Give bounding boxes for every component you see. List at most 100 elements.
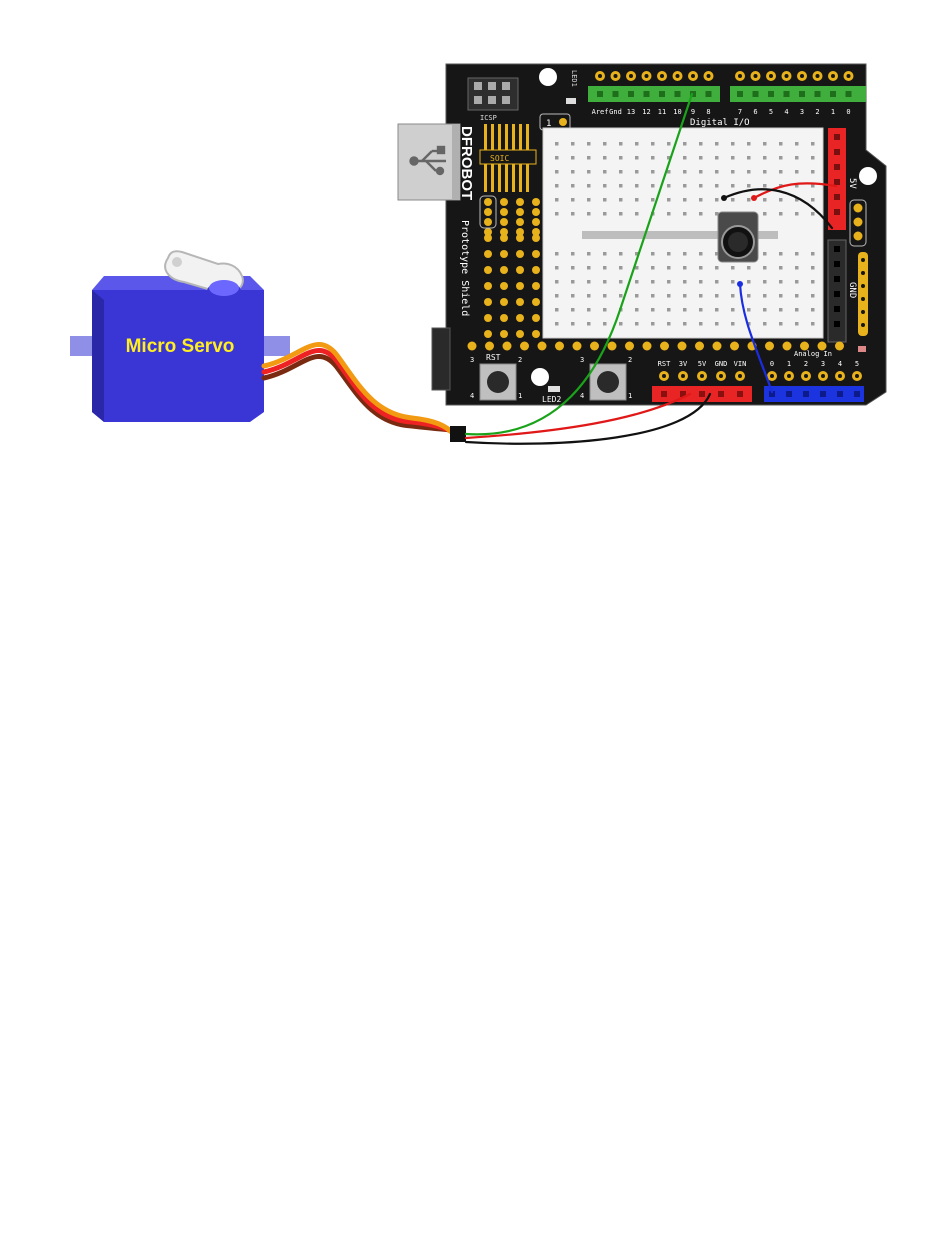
power-pin-label: GND <box>715 360 728 368</box>
rst-label: RST <box>486 353 501 362</box>
breadboard-hole <box>795 308 799 312</box>
pad <box>532 266 540 274</box>
mount-hole-top <box>539 68 557 86</box>
breadboard-hole <box>651 322 655 326</box>
breadboard-hole <box>635 198 639 202</box>
analog-pin-label: 5 <box>855 360 859 368</box>
bottom-pad <box>520 342 529 351</box>
breadboard-hole <box>699 212 703 216</box>
breadboard-hole <box>683 294 687 298</box>
digital-pin-label: 0 <box>846 108 850 116</box>
breadboard-hole <box>635 280 639 284</box>
breadboard-hole <box>587 322 591 326</box>
breadboard-hole <box>699 184 703 188</box>
breadboard-hole <box>715 184 719 188</box>
breadboard-hole <box>571 280 575 284</box>
breadboard-hole <box>779 142 783 146</box>
breadboard-hole <box>555 266 559 270</box>
breadboard-hole <box>699 156 703 160</box>
breadboard-hole <box>667 322 671 326</box>
breadboard-hole <box>651 280 655 284</box>
breadboard-hole <box>651 252 655 256</box>
breadboard-hole <box>587 142 591 146</box>
power-jack <box>432 328 450 390</box>
breadboard-hole <box>603 280 607 284</box>
small-smd-part <box>858 346 866 352</box>
digital-socket <box>799 91 805 97</box>
power-socket <box>737 391 743 397</box>
power-pad-hole <box>662 374 666 378</box>
breadboard-hole <box>635 170 639 174</box>
digital-socket <box>644 91 650 97</box>
breadboard-hole <box>683 142 687 146</box>
digital-socket <box>628 91 634 97</box>
breadboard-hole <box>747 156 751 160</box>
button-right-pin-2: 2 <box>628 356 632 364</box>
breadboard-hole <box>619 198 623 202</box>
breadboard-hole <box>635 156 639 160</box>
rail-5v-hole <box>834 164 840 170</box>
breadboard-hole <box>667 266 671 270</box>
digital-pin-label: 5 <box>769 108 773 116</box>
mount-hole-bottom <box>531 368 549 386</box>
led2 <box>548 386 560 392</box>
button-left-pin-1: 1 <box>518 392 522 400</box>
breadboard-hole <box>795 212 799 216</box>
breadboard-hole <box>587 280 591 284</box>
rail-5v-hole <box>834 209 840 215</box>
pad <box>516 298 524 306</box>
digital-pad-hole <box>645 74 649 78</box>
power-pad-hole <box>681 374 685 378</box>
digital-pin-label: 12 <box>642 108 650 116</box>
breadboard-hole <box>811 308 815 312</box>
breadboard-hole <box>587 184 591 188</box>
icsp-pin <box>502 96 510 104</box>
rail-gnd-hole <box>834 306 840 312</box>
micro-servo: Micro Servo <box>70 251 290 422</box>
led1-label: LED1 <box>570 70 578 87</box>
breadboard-hole <box>683 280 687 284</box>
analog-pin-label: 2 <box>804 360 808 368</box>
breadboard-hole <box>731 142 735 146</box>
breadboard-hole <box>699 322 703 326</box>
icsp-pin <box>474 96 482 104</box>
breadboard-hole <box>699 266 703 270</box>
pad <box>532 218 540 226</box>
right-rail-hole <box>861 323 865 327</box>
usb-connector <box>398 124 460 200</box>
digital-pin-label: 4 <box>784 108 788 116</box>
pad <box>532 330 540 338</box>
rail-5v-hole <box>834 179 840 185</box>
breadboard-hole <box>715 156 719 160</box>
breadboard-hole <box>555 280 559 284</box>
pad <box>532 298 540 306</box>
digital-socket <box>784 91 790 97</box>
bottom-pad <box>555 342 564 351</box>
breadboard-hole <box>651 156 655 160</box>
breadboard-hole <box>635 322 639 326</box>
bottom-pad <box>485 342 494 351</box>
pad <box>500 198 508 206</box>
breadboard-hole <box>731 280 735 284</box>
breadboard-hole <box>683 156 687 160</box>
breadboard-hole <box>795 252 799 256</box>
breadboard-hole <box>683 184 687 188</box>
right-pad <box>854 218 863 227</box>
breadboard-hole <box>555 322 559 326</box>
breadboard-hole <box>571 184 575 188</box>
breadboard-hole <box>763 322 767 326</box>
pad <box>516 250 524 258</box>
breadboard-hole <box>603 252 607 256</box>
digital-pad-hole <box>738 74 742 78</box>
digital-socket <box>659 91 665 97</box>
breadboard-hole <box>763 156 767 160</box>
bottom-pad <box>573 342 582 351</box>
analog-pad-hole <box>787 374 791 378</box>
rail-gnd-label: GND <box>847 282 857 298</box>
digital-socket <box>768 91 774 97</box>
led2-label: LED2 <box>542 395 561 404</box>
breadboard-hole <box>715 294 719 298</box>
breadboard-hole <box>731 156 735 160</box>
breadboard-hole <box>795 280 799 284</box>
breadboard-hole <box>667 280 671 284</box>
